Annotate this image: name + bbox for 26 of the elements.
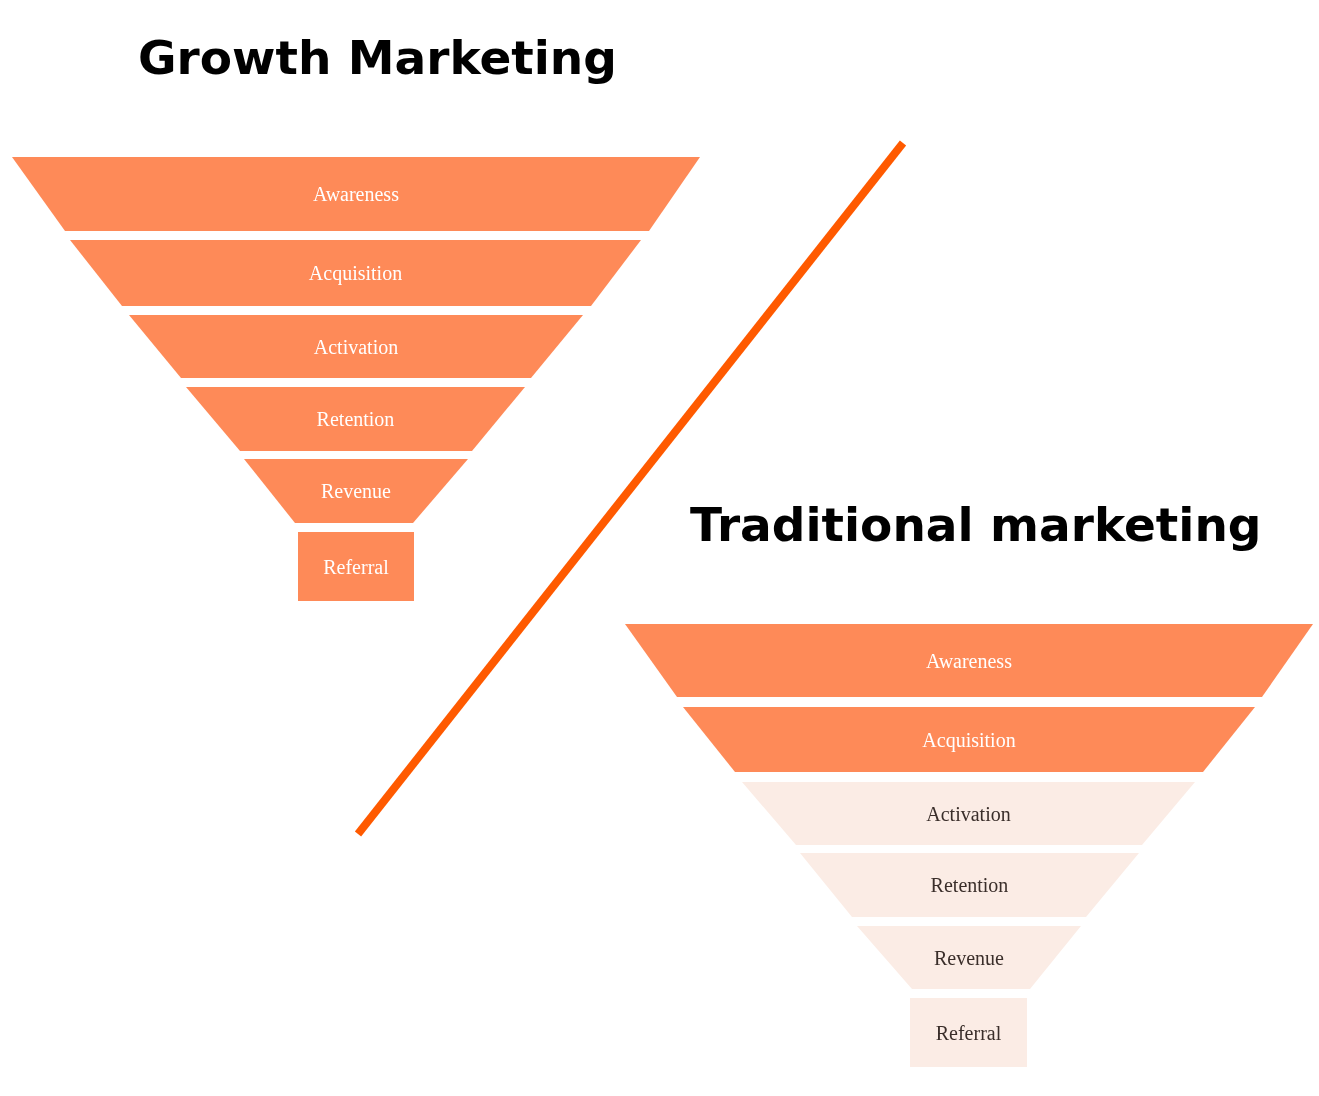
stage-label: Revenue [320, 479, 392, 503]
stage-label: Referral [322, 554, 390, 579]
stage-label: Awareness [312, 182, 400, 206]
stage-label: Awareness [925, 648, 1013, 673]
funnel-base-block [910, 998, 1027, 1067]
stage-label: Retention [315, 407, 396, 431]
stage-label: Referral [934, 1020, 1003, 1045]
stage-label: Acquisition [307, 261, 404, 285]
funnel-stage-band [625, 624, 1313, 697]
funnel-stage-band [186, 387, 525, 451]
funnel-stage-band [683, 707, 1255, 772]
stage-label: Retention [929, 873, 1010, 897]
funnel-heading: Traditional marketing [690, 497, 1262, 553]
funnel-stage-band [857, 926, 1081, 989]
funnel-heading: Growth Marketing [138, 30, 617, 86]
funnel-stage-band [742, 782, 1195, 845]
stage-label: Revenue [933, 945, 1005, 970]
funnel-stage-band [800, 853, 1139, 917]
stage-label: Activation [925, 801, 1012, 826]
funnel-stage-band [12, 157, 700, 231]
funnel-stage-band [70, 240, 641, 306]
stage-label: Acquisition [921, 727, 1017, 752]
funnel-stage-band [129, 315, 583, 378]
funnel-base-block [298, 532, 414, 601]
stage-label: Activation [312, 334, 400, 359]
funnel-stage-band [244, 459, 468, 523]
